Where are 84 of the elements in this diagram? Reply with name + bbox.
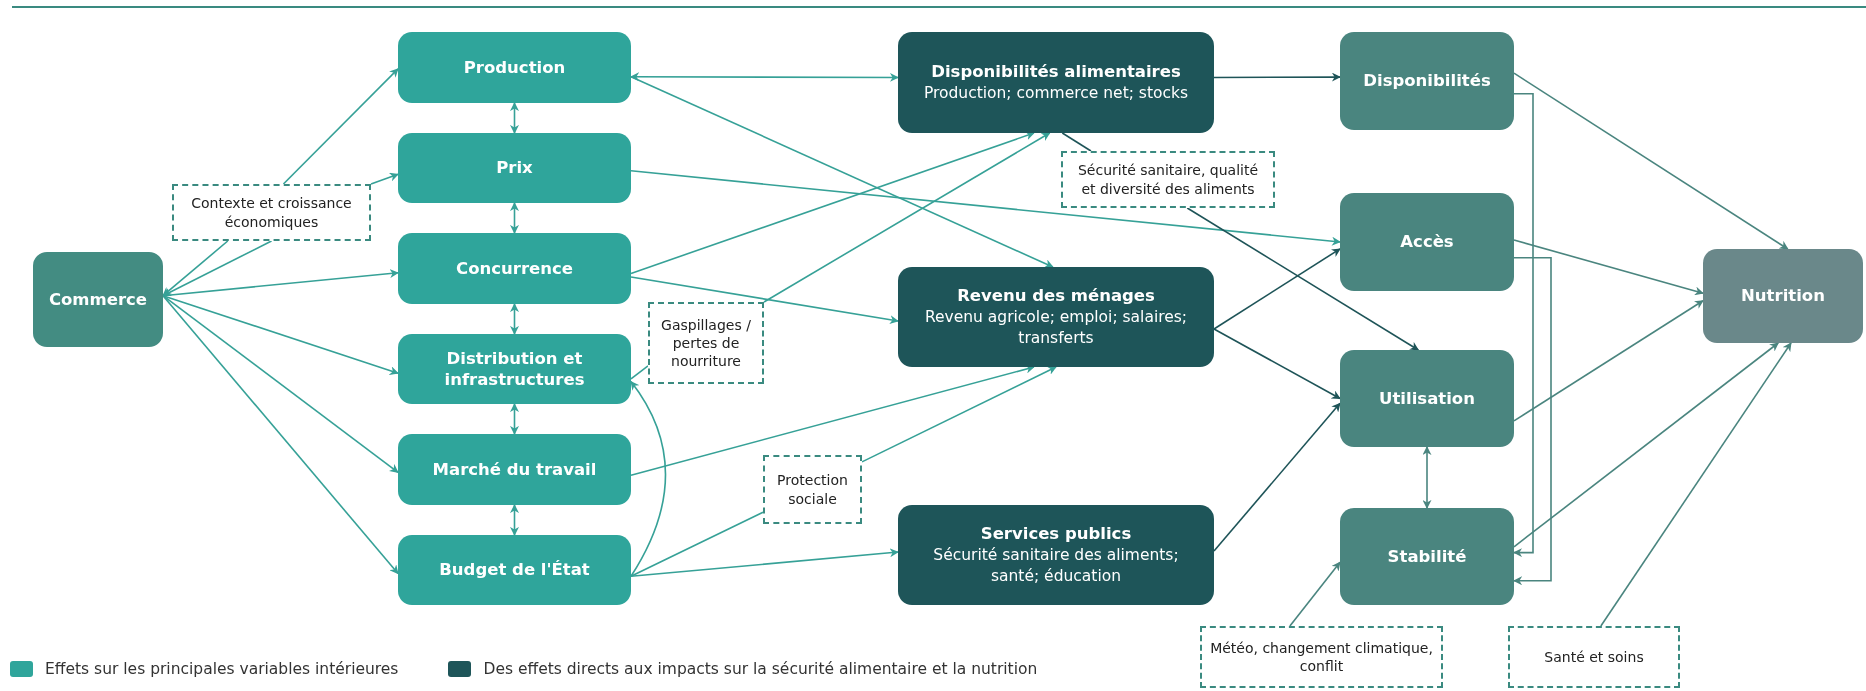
process-box [398, 334, 631, 404]
process-box [398, 233, 631, 304]
node-title: Météo, changement climatique, conflit [1209, 638, 1434, 676]
node-title: Prix [496, 157, 533, 179]
node-title: Production [463, 56, 566, 79]
process-box [1340, 32, 1514, 130]
node-title: Santé et soins [1544, 647, 1644, 667]
node-title: Disponibilités [1363, 70, 1491, 92]
node-title: Distribution et infrastructures [443, 347, 586, 391]
process-box [898, 32, 1214, 133]
node-title: Revenu des ménages [957, 285, 1155, 307]
node-title: Accès [1400, 231, 1454, 253]
node-title: Nutrition [1741, 285, 1825, 307]
node-title: Utilisation [1379, 387, 1475, 410]
node-title: Marché du travail [432, 458, 597, 481]
node-title: Contexte et croissance économiques [190, 194, 353, 231]
arrow [1213, 72, 1341, 82]
arrow [1513, 342, 1779, 548]
arrow [510, 303, 519, 335]
arrow [1513, 72, 1789, 250]
node-title: Concurrence [456, 257, 573, 280]
arrow [630, 72, 899, 82]
node-title: Budget de l'État [439, 559, 590, 581]
arrow [510, 202, 519, 234]
node-title: Stabilité [1387, 545, 1467, 568]
dashed-box [1508, 626, 1680, 688]
connector-line [630, 365, 649, 380]
node-title: Sécurité sanitaire, qualité et diversité des aliments [1076, 161, 1259, 198]
arrow [370, 172, 399, 185]
arrow [1289, 561, 1341, 627]
dashed-box [763, 455, 862, 524]
arrow [162, 294, 399, 575]
dashed-box [648, 302, 764, 384]
arrow [1186, 207, 1420, 351]
arrow [510, 504, 519, 536]
arrow [1513, 299, 1704, 422]
arrow [1513, 92, 1534, 558]
process-box [398, 32, 631, 103]
dashed-box [1200, 626, 1443, 688]
arrow [1600, 342, 1792, 627]
arrow [282, 68, 399, 185]
process-box [898, 267, 1214, 367]
arrow [861, 366, 1057, 463]
node-title: Disponibilités alimentaires [931, 61, 1181, 83]
node-title: Commerce [48, 288, 148, 311]
arrow [162, 240, 229, 297]
process-box [1703, 249, 1863, 343]
arrow [1213, 328, 1341, 400]
arrow [630, 380, 667, 578]
process-box [1340, 350, 1514, 447]
legend-text: Des effets directs aux impacts sur la sécurité alimentaire et la nutrition [483, 660, 1038, 678]
node-title: Services publics [980, 523, 1132, 545]
arrow [630, 548, 899, 578]
dashed-box [172, 184, 371, 241]
node-title: Protection sociale [776, 471, 849, 508]
process-box [1340, 193, 1514, 291]
arrow [630, 170, 1341, 246]
arrow [1213, 402, 1341, 552]
process-box [898, 505, 1214, 605]
arrow [1422, 446, 1432, 509]
arrow [510, 102, 519, 134]
node-text: Production; commerce net; stocks [923, 82, 1189, 104]
arrow [1513, 239, 1704, 296]
node-text: Sécurité sanitaire des aliments; santé; éducation [932, 544, 1180, 587]
connector-line [630, 511, 764, 578]
node-text: Revenu agricole; emploi; salaires; transferts [923, 306, 1189, 349]
arrow [1213, 248, 1341, 330]
process-box [398, 535, 631, 605]
arrow [763, 132, 1051, 303]
arrow [1513, 256, 1552, 586]
process-box [398, 133, 631, 203]
legend-text: Effets sur les principales variables intérieures [45, 660, 399, 678]
dashed-box [1061, 151, 1275, 208]
process-box [1340, 508, 1514, 605]
arrow [630, 276, 899, 325]
node-title: Gaspillages / pertes de nourriture [660, 315, 752, 371]
process-box [398, 434, 631, 505]
arrow [630, 131, 1035, 275]
arrow [630, 364, 1035, 476]
process-box [33, 252, 163, 347]
arrow [510, 403, 519, 435]
connector-line [1061, 132, 1092, 152]
arrow [630, 75, 1054, 268]
arrow [162, 294, 399, 375]
